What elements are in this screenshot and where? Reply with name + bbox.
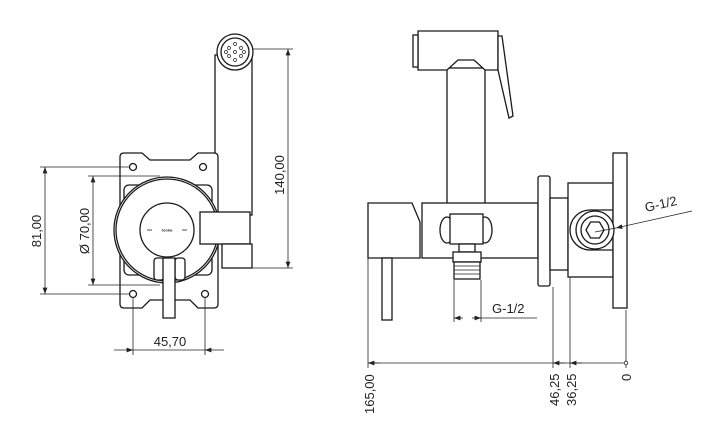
- trigger-lever: [497, 35, 514, 119]
- inlet-port: [575, 210, 615, 250]
- lever-side: [381, 257, 393, 321]
- dim-baseline: 165,00 46,25 36,25 0: [362, 258, 634, 414]
- spray-nozzles-icon: [224, 42, 246, 62]
- handset-grip-side: [446, 67, 486, 215]
- svg-text:165,00: 165,00: [362, 374, 377, 414]
- brand-mark: tooka: [162, 228, 173, 233]
- svg-text:G-1/2: G-1/2: [643, 193, 678, 215]
- svg-text:G-1/2: G-1/2: [492, 301, 525, 316]
- valve-cap: [367, 202, 421, 259]
- svg-text:81,00: 81,00: [29, 215, 44, 248]
- svg-text:36,25: 36,25: [564, 373, 579, 406]
- dim-140: 140,00: [252, 48, 293, 269]
- svg-text:45,70: 45,70: [154, 334, 187, 349]
- front-view: tooka 81,00 Ø 70,00 140,00: [29, 33, 293, 355]
- dim-g12-outlet: G-1/2: [453, 280, 537, 322]
- lever-handle: [162, 257, 176, 319]
- dim-diameter-70: Ø 70,00: [77, 175, 160, 286]
- dim-45-70: 45,70: [114, 297, 224, 355]
- dim-81: 81,00: [29, 166, 130, 295]
- handset-grip: [214, 54, 253, 216]
- svg-text:140,00: 140,00: [272, 155, 287, 195]
- spray-head-side: [417, 30, 499, 71]
- holder-arm: [199, 211, 251, 245]
- spray-head: [216, 33, 254, 71]
- wall-plate: [612, 152, 628, 309]
- thread-icon: [453, 261, 481, 280]
- side-view: G-1/2 G-1/2 165,00 46,25 36,25 0: [362, 30, 693, 414]
- dim-g12-inlet: G-1/2: [594, 193, 693, 233]
- mount-hole: [198, 162, 208, 172]
- valve-knob: [139, 202, 195, 258]
- svg-text:46,25: 46,25: [547, 373, 562, 406]
- spacer-ring: [549, 197, 569, 271]
- cover-flange: [537, 175, 551, 287]
- svg-text:Ø 70,00: Ø 70,00: [77, 208, 92, 254]
- svg-text:0: 0: [619, 374, 634, 381]
